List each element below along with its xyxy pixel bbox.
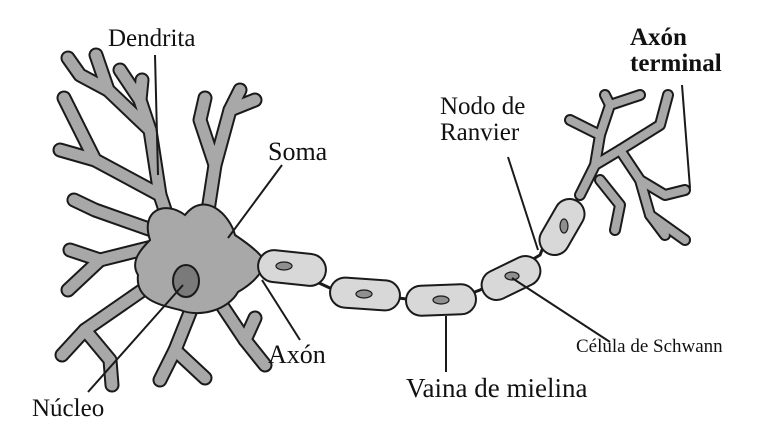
leader-soma	[228, 165, 282, 238]
label-nodo-de-ranvier: Nodo de Ranvier	[440, 94, 525, 147]
label-axon-terminal-line1: Axón	[630, 25, 722, 51]
soma-body	[135, 205, 265, 314]
leader-nodo	[508, 157, 538, 250]
label-axon: Axón	[268, 341, 326, 368]
leader-axon	[262, 280, 300, 340]
label-nodo-line1: Nodo de	[440, 94, 525, 120]
label-vaina: Vaina de mielina	[406, 374, 587, 402]
label-dendrita: Dendrita	[108, 26, 195, 52]
leader-axon-terminal	[682, 85, 690, 188]
label-axon-terminal-line2: terminal	[630, 51, 722, 77]
label-soma: Soma	[268, 138, 327, 165]
label-schwann: Célula de Schwann	[576, 337, 723, 357]
axon-terminal-branches	[570, 95, 685, 240]
sheath-segment	[257, 249, 328, 288]
label-nucleo: Núcleo	[32, 396, 104, 422]
label-nodo-line2: Ranvier	[440, 120, 525, 146]
label-axon-terminal: Axón terminal	[630, 25, 722, 78]
leader-schwann	[512, 278, 610, 342]
